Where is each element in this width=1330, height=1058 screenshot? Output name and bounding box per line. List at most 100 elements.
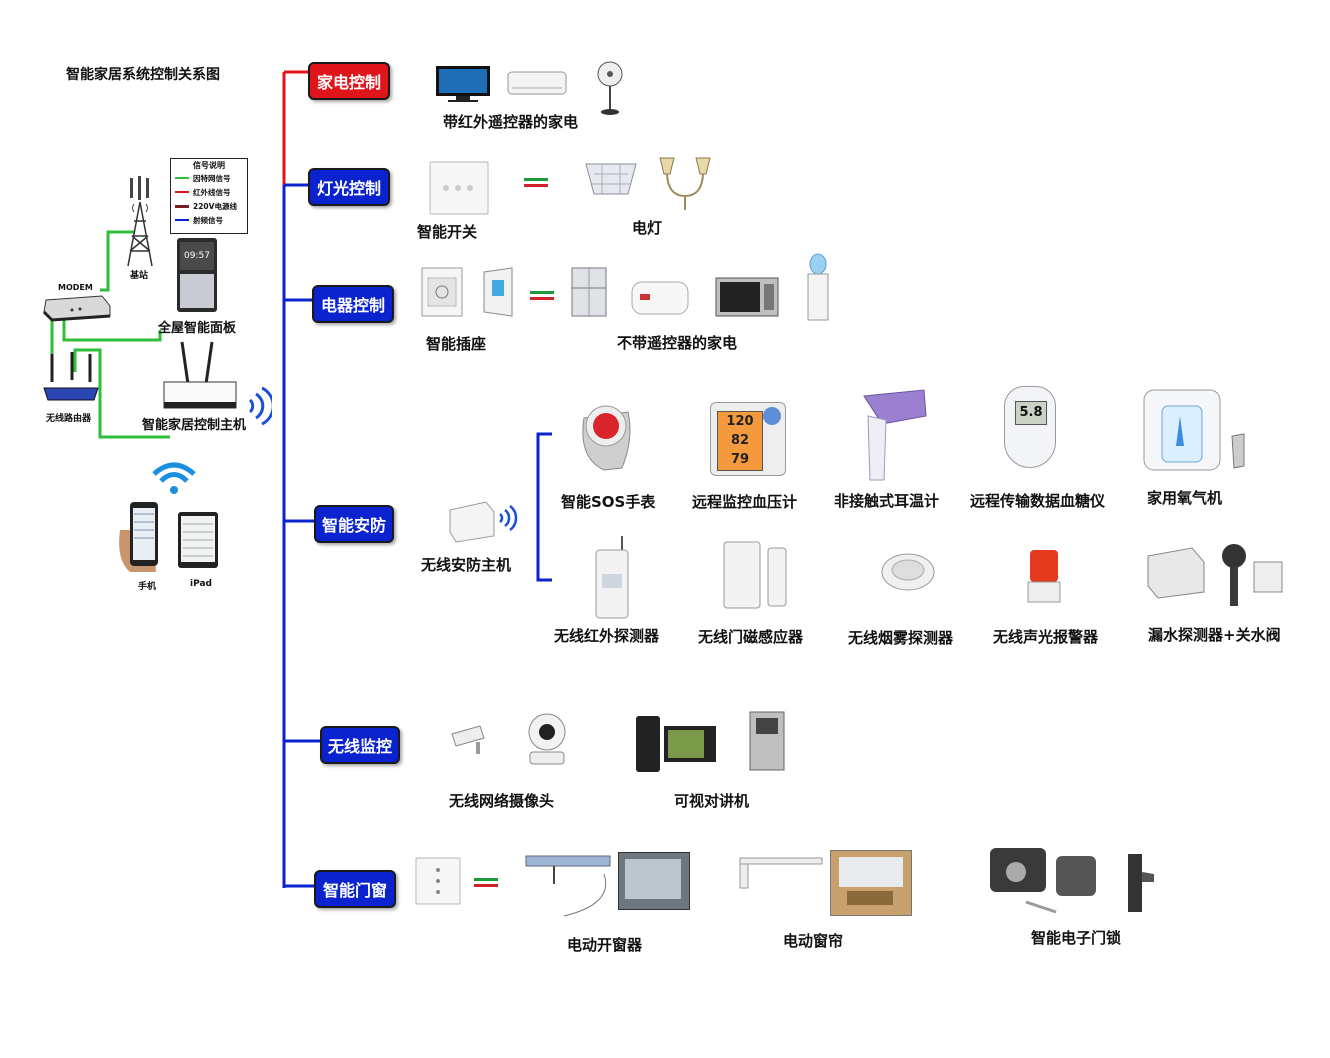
base-station-icon bbox=[127, 176, 153, 267]
modem-icon bbox=[42, 295, 111, 322]
signal-legend: 信号说明 因特网信号 红外线信号 220V电源线 射频信号 bbox=[170, 158, 248, 234]
router-label: 无线路由器 bbox=[46, 414, 92, 424]
category-electric-control[interactable]: 电器控制 bbox=[312, 285, 394, 323]
internet-line bbox=[62, 320, 162, 342]
security-host-label: 无线安防主机 bbox=[421, 556, 512, 574]
air-conditioner-icon bbox=[507, 71, 567, 95]
smoke-detector-icon bbox=[881, 553, 935, 591]
legend-item: 因特网信号 bbox=[171, 171, 247, 185]
microwave-icon bbox=[715, 277, 779, 317]
glucose-reading: 5.8 bbox=[1015, 401, 1047, 425]
phone-icon bbox=[119, 502, 158, 572]
video-intercom-icon bbox=[636, 716, 716, 772]
page-title: 智能家居系统控制关系图 bbox=[66, 67, 220, 83]
electronic-lock-icon bbox=[990, 848, 1096, 914]
ir-detector-label: 无线红外探测器 bbox=[554, 627, 660, 645]
phone-label: 手机 bbox=[138, 582, 157, 592]
intercom-label: 可视对讲机 bbox=[674, 792, 750, 810]
legend-label: 红外线信号 bbox=[193, 187, 231, 197]
legend-label: 220V电源线 bbox=[193, 201, 237, 211]
smart-socket-icon bbox=[421, 267, 463, 317]
category-door-window[interactable]: 智能门窗 bbox=[314, 870, 396, 908]
smart-switch-icon bbox=[429, 161, 489, 215]
alarm-siren-icon bbox=[1027, 550, 1061, 603]
smart-socket-label: 智能插座 bbox=[426, 335, 487, 353]
legend-label: 射频信号 bbox=[193, 215, 223, 225]
fan-icon bbox=[597, 61, 623, 115]
blood-pressure-label: 远程监控血压计 bbox=[692, 493, 798, 511]
category-wireless-monitor[interactable]: 无线监控 bbox=[320, 726, 400, 764]
modem-label: MODEM bbox=[58, 283, 93, 292]
bullet-camera-icon bbox=[451, 725, 485, 754]
water-dispenser-icon bbox=[807, 253, 829, 321]
wifi-icon bbox=[152, 462, 196, 494]
router-icon bbox=[43, 352, 99, 401]
fingerprint-lock-icon bbox=[1128, 854, 1154, 912]
no-remote-appliances-label: 不带遥控器的家电 bbox=[617, 334, 738, 352]
equals-icon bbox=[524, 178, 548, 187]
thermometer-label: 非接触式耳温计 bbox=[834, 492, 940, 510]
curtain-label: 电动窗帘 bbox=[783, 932, 844, 950]
window-opener-icon bbox=[525, 855, 611, 917]
oxygen-concentrator-label: 家用氧气机 bbox=[1147, 489, 1223, 507]
wireless-signal-icon bbox=[248, 386, 272, 426]
chandelier-icon bbox=[585, 163, 637, 195]
control-host-icon bbox=[163, 341, 237, 409]
legend-item: 220V电源线 bbox=[171, 199, 247, 213]
window-opener-label: 电动开窗器 bbox=[567, 936, 643, 954]
legend-title: 信号说明 bbox=[193, 161, 225, 170]
smart-panel-icon: 09:57 bbox=[177, 238, 217, 312]
alarm-siren-label: 无线声光报警器 bbox=[993, 628, 1099, 646]
equals-icon bbox=[474, 878, 498, 887]
fridge-icon bbox=[571, 267, 607, 317]
sos-watch-label: 智能SOS手表 bbox=[561, 493, 656, 511]
smart-switch-label: 智能开关 bbox=[417, 223, 478, 241]
window-photo-icon bbox=[618, 852, 690, 910]
category-light-control[interactable]: 灯光控制 bbox=[308, 168, 390, 206]
door-window-switch-icon bbox=[415, 857, 461, 905]
legend-label: 因特网信号 bbox=[193, 173, 231, 183]
lamp-label: 电灯 bbox=[632, 219, 663, 237]
wall-lamp-icon bbox=[659, 157, 711, 210]
curtain-track-icon bbox=[739, 857, 823, 889]
camera-label: 无线网络摄像头 bbox=[449, 792, 555, 810]
curtain-room-photo-icon bbox=[830, 850, 912, 916]
water-heater-icon bbox=[631, 281, 689, 315]
equals-icon bbox=[530, 291, 554, 300]
legend-item: 射频信号 bbox=[171, 213, 247, 227]
water-leak-valve-icon bbox=[1147, 544, 1283, 606]
base-station-label: 基站 bbox=[130, 271, 149, 281]
sos-watch-icon bbox=[582, 405, 631, 471]
panel-time: 09:57 bbox=[180, 242, 214, 270]
ptz-camera-icon bbox=[528, 713, 566, 765]
thermometer-icon bbox=[863, 389, 927, 481]
ipad-icon bbox=[178, 512, 218, 568]
wireless-signal-icon bbox=[499, 505, 518, 531]
ipad-label: iPad bbox=[190, 579, 212, 589]
security-host-icon bbox=[449, 501, 495, 543]
category-security[interactable]: 智能安防 bbox=[314, 505, 394, 543]
bp-reading: 82 bbox=[730, 433, 750, 448]
smoke-detector-label: 无线烟雾探测器 bbox=[848, 629, 954, 647]
blood-pressure-meter-icon: 120 82 79 bbox=[710, 402, 786, 476]
glucose-meter-icon: 5.8 bbox=[1004, 386, 1056, 468]
internet-line bbox=[100, 230, 135, 292]
legend-item: 红外线信号 bbox=[171, 185, 247, 199]
oxygen-concentrator-icon bbox=[1143, 389, 1245, 471]
glucose-meter-label: 远程传输数据血糖仪 bbox=[970, 492, 1106, 510]
smart-panel-label: 全屋智能面板 bbox=[158, 321, 237, 336]
door-sensor-icon bbox=[723, 541, 787, 609]
control-host-label: 智能家居控制主机 bbox=[142, 418, 247, 433]
lock-label: 智能电子门锁 bbox=[1031, 929, 1122, 947]
door-station-icon bbox=[749, 711, 785, 771]
tv-icon bbox=[436, 66, 490, 102]
water-leak-label: 漏水探测器+关水阀 bbox=[1148, 626, 1281, 644]
door-sensor-label: 无线门磁感应器 bbox=[698, 628, 804, 646]
bp-reading: 79 bbox=[730, 452, 750, 467]
security-bracket-line bbox=[536, 432, 552, 582]
category-appliance-control[interactable]: 家电控制 bbox=[308, 62, 390, 100]
bp-reading: 120 bbox=[726, 414, 754, 429]
smart-switch-panel-icon bbox=[483, 267, 513, 317]
internet-line bbox=[73, 348, 170, 439]
